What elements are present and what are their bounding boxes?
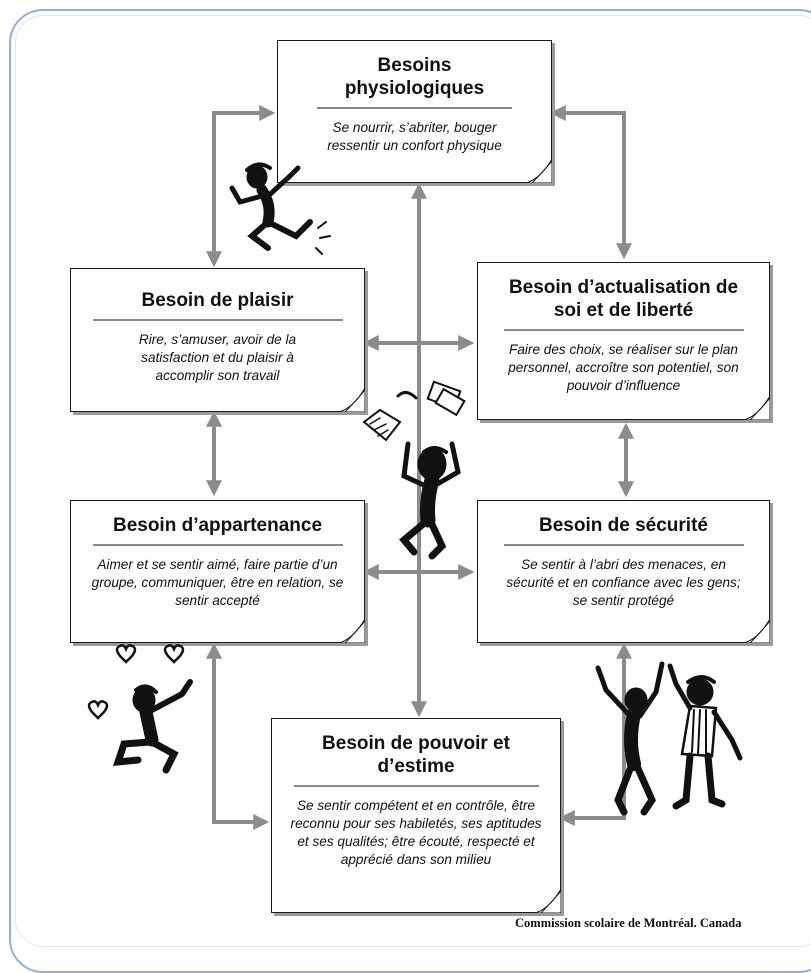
box-description: Faire des choix, se réaliser sur le plan…	[508, 342, 739, 393]
page-curl	[744, 396, 770, 420]
box-title: Besoin de pouvoir et d’estime	[322, 733, 510, 777]
source-credit: Commission scolaire de Montréal. Canada	[515, 916, 742, 930]
box-besoin-plaisir: Besoin de plaisir Rire, s’amuser, avoir …	[70, 268, 365, 412]
title-divider	[317, 107, 512, 109]
title-divider	[503, 544, 744, 546]
box-besoins-physiologiques: Besoins physiologiques Se nourrir, s’abr…	[277, 40, 552, 183]
page-curl	[339, 388, 365, 412]
arrow-securite-pouvoir	[558, 642, 632, 826]
juggling-figure-icon	[362, 380, 466, 560]
figure-illustrations	[87, 162, 743, 816]
box-title: Besoin d’appartenance	[112, 515, 323, 536]
arrow-physio-actualisation	[549, 105, 632, 260]
kneeling-figure-hearts-icon	[87, 644, 193, 774]
arrow-appartenance-pouvoir	[206, 642, 270, 830]
box-description: Se sentir compétent et en contrôle, être…	[290, 798, 542, 867]
title-divider	[92, 544, 343, 546]
page-curl	[744, 619, 770, 643]
box-title: Besoins physiologiques	[344, 55, 485, 99]
box-besoin-actualisation: Besoin d’actualisation de soi et de libe…	[477, 262, 770, 420]
page-curl	[339, 619, 365, 643]
box-description: Rire, s’amuser, avoir de la satisfaction…	[138, 332, 297, 383]
title-divider	[92, 319, 343, 321]
box-description: Se nourrir, s’abriter, bouger ressentir …	[327, 120, 502, 153]
box-description: Aimer et se sentir aimé, faire partie d’…	[91, 557, 344, 608]
box-title: Besoin d’actualisation de soi et de libe…	[508, 277, 739, 321]
box-description: Se sentir à l’abri des menaces, en sécur…	[506, 557, 741, 608]
box-title: Besoin de plaisir	[141, 290, 294, 311]
connector-arrows	[206, 105, 634, 830]
page-curl	[526, 159, 552, 183]
title-divider	[293, 785, 539, 787]
box-title: Besoin de sécurité	[539, 515, 708, 536]
box-besoin-securite: Besoin de sécurité Se sentir à l’abri de…	[477, 500, 770, 643]
page-curl	[535, 889, 561, 913]
box-besoin-appartenance: Besoin d’appartenance Aimer et se sentir…	[70, 500, 365, 643]
title-divider	[503, 329, 744, 331]
arrow-physio-plaisir	[206, 105, 276, 268]
jumping-figure-icon	[229, 162, 331, 255]
high-five-figures-icon	[595, 661, 743, 816]
box-besoin-pouvoir: Besoin de pouvoir et d’estime Se sentir …	[271, 718, 561, 913]
